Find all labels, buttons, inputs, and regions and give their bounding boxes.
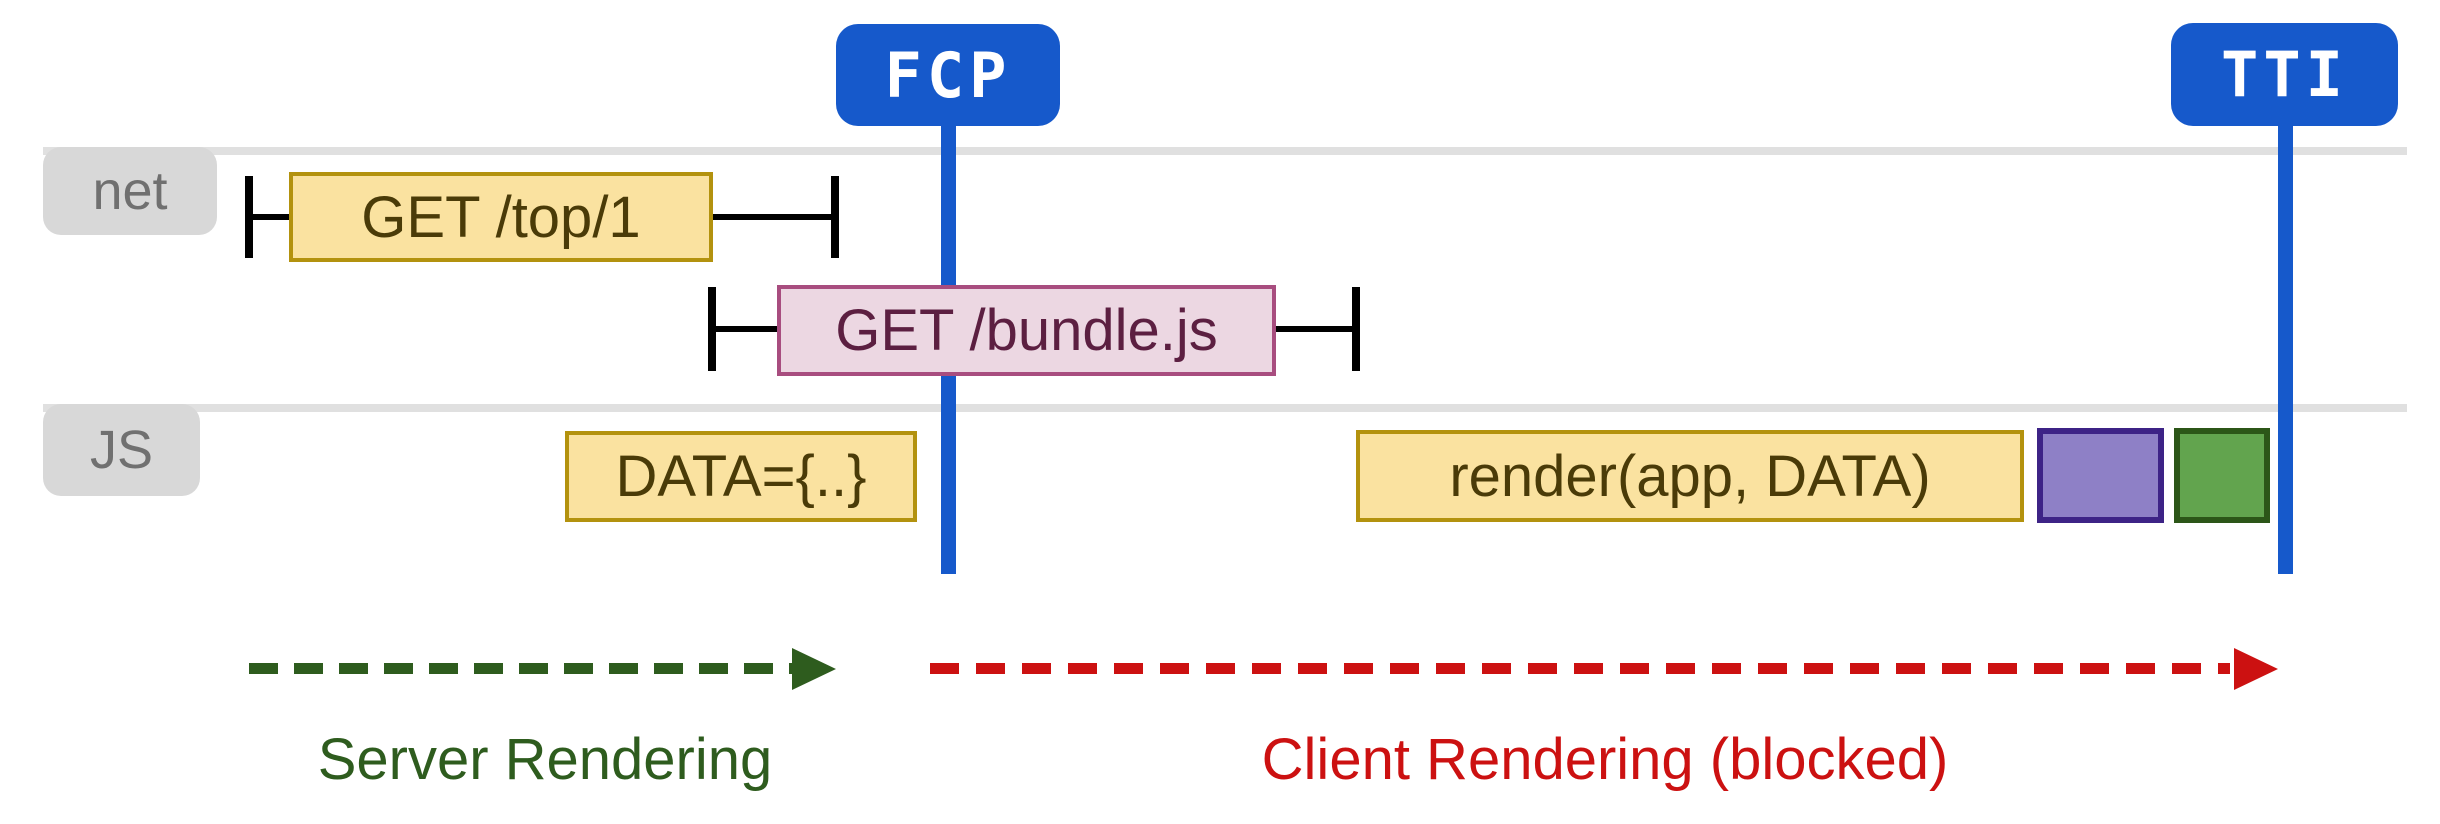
tti-marker-line [2278, 110, 2293, 574]
client-rendering-arrowhead-icon [2234, 648, 2278, 690]
client-rendering-dashed-arrow [930, 663, 2230, 674]
server-rendering-arrowhead-icon [792, 648, 836, 690]
net-lane-label-text: net [92, 161, 168, 221]
green-task-box [2174, 428, 2270, 523]
get-top1-start-connector [251, 214, 293, 220]
server-rendering-dashed-arrow [249, 663, 794, 674]
render-task-label: render(app, DATA) [1449, 443, 1931, 509]
js-lane-line [43, 404, 2407, 412]
get-top1-end-tick [831, 176, 839, 258]
get-top1-box: GET /top/1 [289, 172, 713, 262]
js-lane-label-text: JS [89, 420, 154, 480]
data-task-box: DATA={..} [565, 431, 917, 522]
get-bundle-start-tick [708, 287, 716, 371]
server-rendering-label: Server Rendering [317, 727, 773, 792]
js-lane-label: JS [43, 404, 200, 496]
get-bundle-box: GET /bundle.js [777, 285, 1276, 376]
get-top1-start-tick [245, 176, 253, 258]
get-bundle-label: GET /bundle.js [835, 298, 1218, 363]
fcp-badge-text: FCP [884, 38, 1012, 112]
get-top1-end-connector [709, 214, 835, 220]
fcp-badge: FCP [836, 24, 1060, 126]
client-rendering-label: Client Rendering (blocked) [1261, 727, 1949, 792]
get-top1-label: GET /top/1 [361, 184, 641, 250]
data-task-label: DATA={..} [615, 444, 867, 509]
net-lane-label: net [43, 147, 217, 235]
get-bundle-start-connector [714, 326, 781, 332]
tti-badge-text: TTI [2221, 38, 2348, 111]
get-bundle-end-tick [1352, 287, 1360, 371]
render-task-box: render(app, DATA) [1356, 430, 2024, 522]
purple-task-box [2037, 428, 2164, 523]
get-bundle-end-connector [1272, 326, 1356, 332]
tti-badge: TTI [2171, 23, 2398, 126]
net-lane-line [43, 147, 2407, 155]
